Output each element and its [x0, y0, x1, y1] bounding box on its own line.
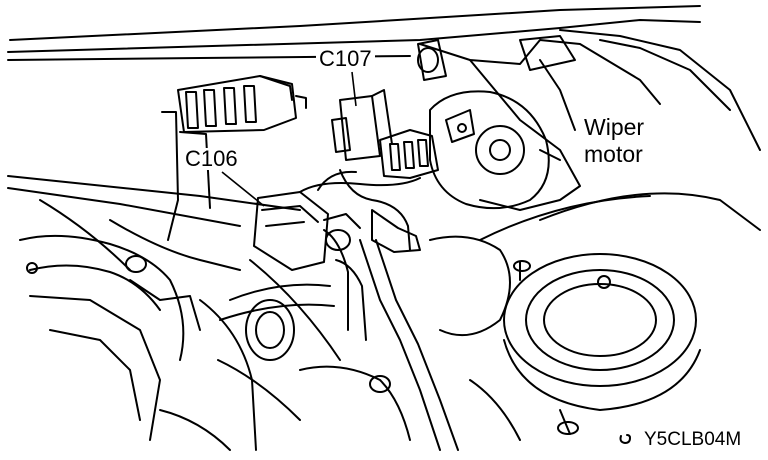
- wiper-linkage: [417, 35, 661, 211]
- leader-c107: [351, 71, 357, 107]
- connector-c106: [253, 177, 421, 271]
- figure-code-icon: [619, 434, 632, 445]
- connector-c107: [331, 89, 439, 179]
- leader-c106: [221, 171, 265, 207]
- engine-center-lower: [159, 235, 521, 451]
- wiper-label-line2: motor: [584, 141, 643, 167]
- callout-c107: C107: [316, 48, 375, 70]
- wiper-motor: [429, 90, 561, 210]
- cowl-panel: [7, 5, 761, 227]
- callout-c106: C106: [182, 148, 241, 170]
- leader-lines: [221, 71, 357, 207]
- wiper-label-line1: Wiper: [584, 114, 645, 140]
- hose-assembly: [219, 169, 459, 451]
- air-cleaner: [479, 192, 761, 435]
- figure-code: Y5CLB04M: [642, 429, 744, 450]
- callout-wiper-motor: Wiper motor: [580, 114, 649, 168]
- relay-block: [161, 75, 307, 241]
- engine-left: [19, 199, 301, 451]
